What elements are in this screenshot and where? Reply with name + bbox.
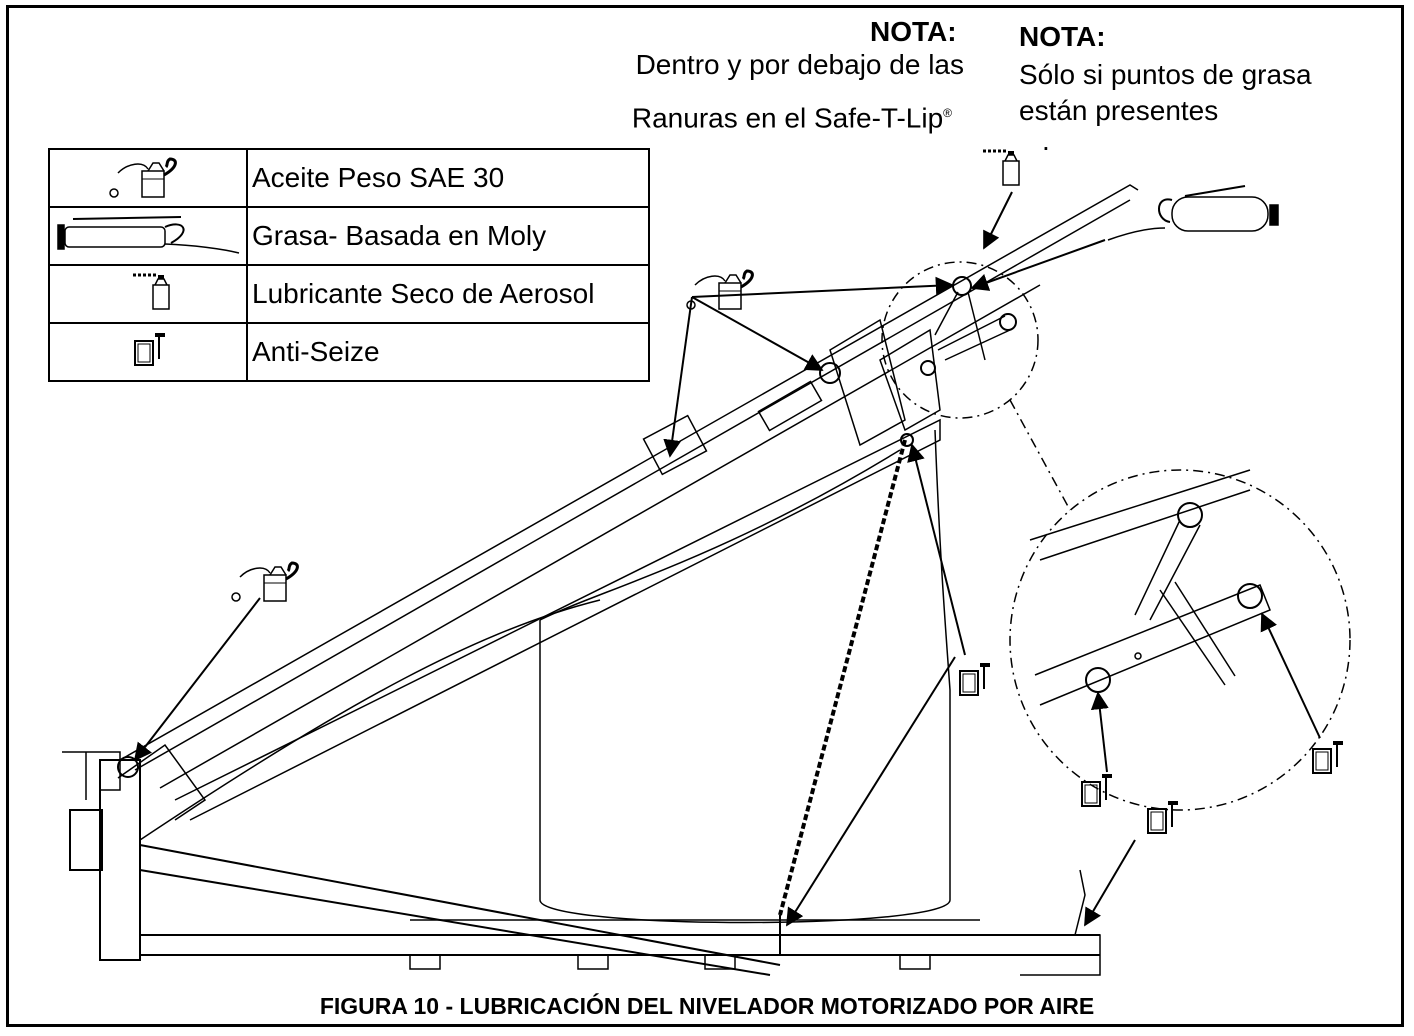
- lubricant-legend: Aceite Peso SAE 30 Grasa- Basada en Moly…: [48, 148, 650, 382]
- note-left-heading: NOTA:: [870, 16, 957, 47]
- aerosol-can-icon: [131, 273, 171, 310]
- legend-row: Anti-Seize: [48, 322, 650, 382]
- note-right-heading: NOTA:: [1019, 21, 1106, 52]
- legend-label: Lubricante Seco de Aerosol: [246, 264, 650, 324]
- legend-row: Grasa- Basada en Moly: [48, 206, 650, 266]
- figure-caption: FIGURA 10 - LUBRICACIÓN DEL NIVELADOR MO…: [319, 993, 1095, 1019]
- anti-seize-can-icon: [134, 331, 166, 366]
- anti-seize-can-icon: [1312, 740, 1344, 774]
- oil-can-icon: [230, 561, 299, 603]
- anti-seize-can-icon: [1147, 800, 1179, 834]
- legend-row: Lubricante Seco de Aerosol: [48, 264, 650, 324]
- legend-label: Aceite Peso SAE 30: [246, 148, 650, 208]
- note-right-line1: Sólo si puntos de grasa: [1019, 59, 1312, 90]
- grease-gun-icon: [57, 215, 240, 254]
- grease-gun-icon: [1107, 185, 1279, 241]
- oil-can-icon: [685, 269, 754, 311]
- legend-label: Grasa- Basada en Moly: [246, 206, 650, 266]
- oil-can-icon: [108, 157, 177, 198]
- note-right-line2: están presentes: [1019, 95, 1219, 126]
- anti-seize-can-icon: [1081, 773, 1113, 807]
- legend-row: Aceite Peso SAE 30: [48, 148, 650, 208]
- registered-mark: ®: [943, 106, 952, 120]
- anti-seize-can-icon: [959, 662, 991, 696]
- note-left-line2: Ranuras en el Safe-T-Lip®: [631, 102, 952, 134]
- note-left-line1: Dentro y por debajo de las: [635, 49, 964, 80]
- note-right-line3: .: [1042, 125, 1050, 156]
- aerosol-can-icon: [981, 149, 1021, 187]
- figure-frame: [6, 5, 1404, 1027]
- legend-label: Anti-Seize: [246, 322, 650, 382]
